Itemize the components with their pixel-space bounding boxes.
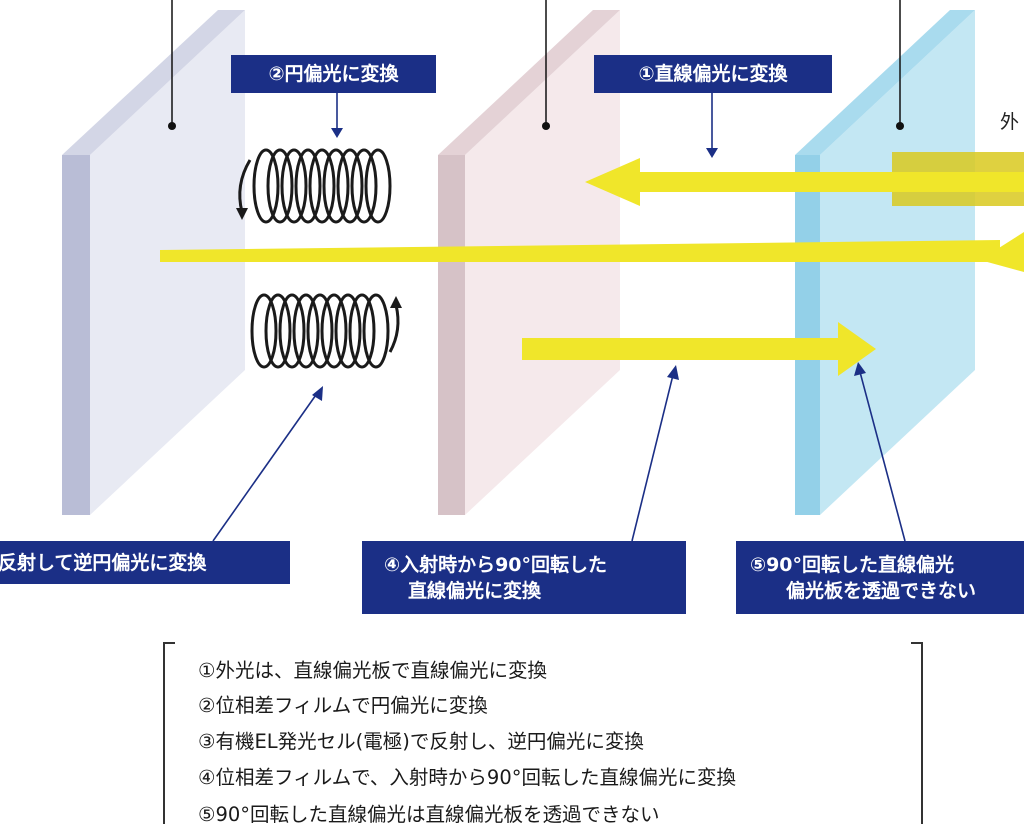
callout-step4-line2: 直線偏光に変換 [408, 579, 542, 602]
circular-polarization-coil-lower [250, 293, 400, 369]
step-item-1: ①外光は、直線偏光板で直線偏光に変換 [198, 659, 547, 682]
bracket-right [911, 642, 923, 824]
callout-pointers [212, 93, 906, 542]
callout-blocked: ⑤90°回転した直線偏光 偏光板を透過できない [736, 541, 1024, 614]
leader-dot-1 [168, 122, 176, 130]
leader-dot-3 [896, 122, 904, 130]
outside-light-label: 外 [1000, 111, 1020, 133]
bracket-left [163, 642, 175, 824]
steps-summary-box: ①外光は、直線偏光板で直線偏光に変換 ②位相差フィルムで円偏光に変換 ③有機EL… [163, 642, 923, 832]
callout-step5-line1: ⑤90°回転した直線偏光 [750, 553, 955, 576]
panel-leader-lines [171, 0, 901, 125]
callout-circular-polarization: ②円偏光に変換 [231, 55, 436, 93]
callout-step2-text: ②円偏光に変換 [268, 63, 399, 85]
callout-step4-line1: ④入射時から90°回転した [384, 553, 608, 576]
coil-lower-arrow-icon [390, 296, 402, 308]
callout-step1-text: ①直線偏光に変換 [638, 63, 788, 85]
step-item-3: ③有機EL発光セル(電極)で反射し、逆円偏光に変換 [198, 730, 644, 753]
callout-rotated-linear: ④入射時から90°回転した 直線偏光に変換 [362, 541, 686, 614]
panel-polarizer [795, 10, 975, 515]
coil-upper-arrow-icon [236, 208, 248, 220]
callout-linear-polarization: ①直線偏光に変換 [594, 55, 832, 93]
callout-step5-line2: 偏光板を透過できない [786, 579, 977, 602]
step-item-5: ⑤90°回転した直線偏光は直線偏光板を透過できない [198, 803, 660, 826]
long-beam [160, 232, 1024, 272]
panel-retarder-film [438, 10, 620, 515]
leader-dot-2 [542, 122, 550, 130]
step-item-2: ②位相差フィルムで円偏光に変換 [198, 694, 488, 717]
step-item-4: ④位相差フィルムで、入射時から90°回転した直線偏光に変換 [198, 766, 736, 789]
panel-el-cell [62, 10, 245, 515]
callout-reflection: 反射して逆円偏光に変換 [0, 541, 290, 584]
returning-beam [522, 322, 876, 376]
callout-step3-text: 反射して逆円偏光に変換 [0, 551, 207, 574]
incoming-beam [585, 152, 1024, 206]
polarization-diagram [62, 0, 1024, 542]
circular-polarization-coil-upper [238, 148, 392, 224]
